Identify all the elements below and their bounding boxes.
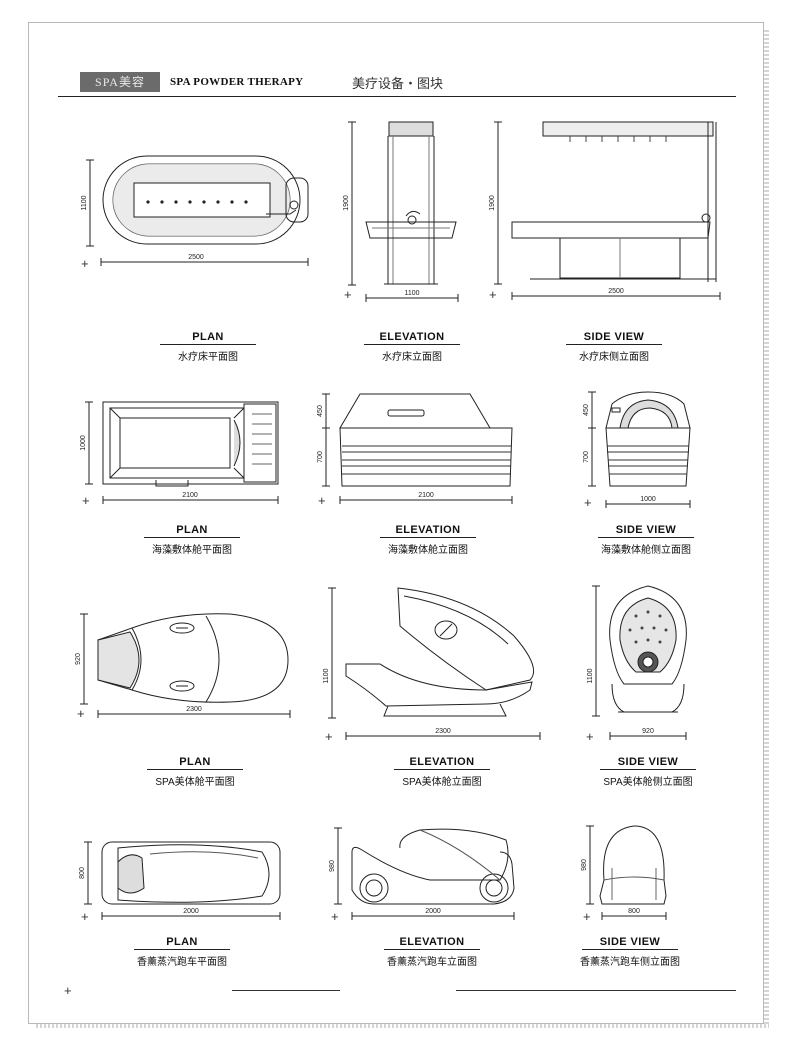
caption-label: 水疗床侧立面图	[579, 352, 649, 363]
dim-spa-elev-h: 1100	[323, 668, 330, 683]
header-rule	[58, 96, 736, 97]
caption-view: PLAN	[160, 331, 256, 345]
caption-label: SPA美体舱侧立面图	[603, 777, 693, 788]
registration-mark: +	[489, 287, 497, 302]
registration-mark: +	[586, 729, 594, 744]
caption-view: SIDE VIEW	[598, 524, 694, 538]
caption-label: SPA美体舱立面图	[402, 777, 482, 788]
caption-label: 水疗床立面图	[382, 352, 442, 363]
caption-label: 香薰蒸汽跑车平面图	[137, 957, 227, 968]
dim-car-side-w: 800	[628, 908, 640, 915]
dim-hydro-side-h: 1900	[489, 195, 496, 211]
dim-spa-plan-w: 2300	[186, 706, 202, 713]
caption-view: ELEVATION	[384, 936, 480, 950]
caption-label: SPA美体舱平面图	[155, 777, 235, 788]
dim-seaweed-elev-h2: 700	[317, 451, 324, 463]
caption-spa-plan: PLAN SPA美体舱平面图	[125, 756, 265, 788]
steam-car-side	[586, 825, 667, 920]
hydro-bed-elevation	[348, 121, 459, 302]
brand-title: SPA POWDER THERAPY	[170, 76, 304, 88]
registration-mark: +	[82, 493, 90, 508]
steam-car-plan	[84, 841, 281, 920]
caption-view: ELEVATION	[364, 331, 460, 345]
dim-spa-side-h: 1100	[587, 668, 594, 683]
caption-car-side: SIDE VIEW 香薰蒸汽跑车侧立面图	[560, 936, 700, 968]
dim-hydro-side-w: 2500	[608, 288, 624, 295]
registration-mark: +	[81, 256, 89, 271]
caption-seaweed-side: SIDE VIEW 海藻敷体舱侧立面图	[576, 524, 716, 556]
caption-label: 水疗床平面图	[178, 352, 238, 363]
caption-hydro-side: SIDE VIEW 水疗床侧立面图	[544, 331, 684, 363]
caption-car-plan: PLAN 香薰蒸汽跑车平面图	[112, 936, 252, 968]
dim-spa-elev-w: 2300	[435, 728, 451, 735]
dim-car-side-h: 980	[581, 859, 588, 871]
dim-seaweed-elev-h1: 450	[317, 405, 324, 417]
brand-logo: SPA美容	[80, 72, 160, 92]
registration-mark: +	[325, 729, 333, 744]
registration-mark: +	[77, 706, 85, 721]
registration-mark: +	[81, 909, 89, 924]
dim-seaweed-side-w: 1000	[640, 496, 656, 503]
dim-hydro-plan-w: 2500	[188, 254, 204, 261]
dim-car-plan-h: 800	[79, 867, 86, 879]
dim-seaweed-side-h2: 700	[583, 451, 590, 463]
caption-label: 海藻敷体舱立面图	[388, 545, 468, 556]
caption-hydro-elevation: ELEVATION 水疗床立面图	[342, 331, 482, 363]
sheet-shadow-right	[764, 30, 769, 1025]
caption-spa-elevation: ELEVATION SPA美体舱立面图	[372, 756, 512, 788]
caption-label: 香薰蒸汽跑车立面图	[387, 957, 477, 968]
registration-mark: +	[64, 983, 72, 998]
caption-spa-side: SIDE VIEW SPA美体舱侧立面图	[578, 756, 718, 788]
registration-mark: +	[331, 909, 339, 924]
seaweed-capsule-elevation	[322, 393, 513, 504]
registration-mark: +	[318, 493, 326, 508]
dim-hydro-elev-w: 1100	[404, 290, 419, 297]
seaweed-capsule-side	[588, 391, 691, 508]
footer-rule-right	[456, 990, 736, 991]
registration-mark: +	[583, 909, 591, 924]
caption-view: SIDE VIEW	[600, 756, 696, 770]
caption-view: ELEVATION	[380, 524, 476, 538]
registration-mark: +	[584, 495, 592, 510]
caption-view: SIDE VIEW	[566, 331, 662, 345]
hydro-bed-side	[494, 121, 721, 300]
hydro-bed-plan	[86, 155, 309, 266]
caption-label: 香薰蒸汽跑车侧立面图	[580, 957, 680, 968]
dim-car-plan-w: 2000	[183, 908, 199, 915]
dim-spa-plan-h: 920	[75, 653, 82, 665]
caption-view: ELEVATION	[394, 756, 490, 770]
dim-car-elev-w: 2000	[425, 908, 441, 915]
dim-seaweed-plan-w: 2100	[182, 492, 198, 499]
spa-capsule-side	[592, 585, 687, 740]
sheet-shadow-bottom	[36, 1024, 769, 1028]
footer-rule-left	[232, 990, 340, 991]
steam-car-elevation	[334, 827, 515, 920]
caption-label: 海藻敷体舱平面图	[152, 545, 232, 556]
spa-capsule-elevation	[328, 587, 541, 740]
registration-mark: +	[344, 287, 352, 302]
dim-seaweed-plan-h: 1000	[80, 435, 87, 451]
dim-seaweed-side-h1: 450	[583, 404, 590, 416]
caption-view: SIDE VIEW	[582, 936, 678, 950]
caption-seaweed-elevation: ELEVATION 海藻敷体舱立面图	[358, 524, 498, 556]
dim-hydro-plan-h: 1100	[81, 195, 88, 210]
page-subtitle: 美疗设备・图块	[352, 76, 444, 91]
caption-view: PLAN	[134, 936, 230, 950]
dim-hydro-elev-h: 1900	[343, 195, 350, 211]
caption-car-elevation: ELEVATION 香薰蒸汽跑车立面图	[362, 936, 502, 968]
caption-view: PLAN	[147, 756, 243, 770]
caption-seaweed-plan: PLAN 海藻敷体舱平面图	[122, 524, 262, 556]
caption-label: 海藻敷体舱侧立面图	[601, 545, 691, 556]
seaweed-capsule-plan	[85, 401, 279, 504]
caption-view: PLAN	[144, 524, 240, 538]
dim-spa-side-w: 920	[642, 728, 654, 735]
dim-car-elev-h: 980	[329, 860, 336, 872]
caption-hydro-plan: PLAN 水疗床平面图	[138, 331, 278, 363]
dim-seaweed-elev-w: 2100	[418, 492, 434, 499]
spa-capsule-plan	[80, 613, 291, 718]
